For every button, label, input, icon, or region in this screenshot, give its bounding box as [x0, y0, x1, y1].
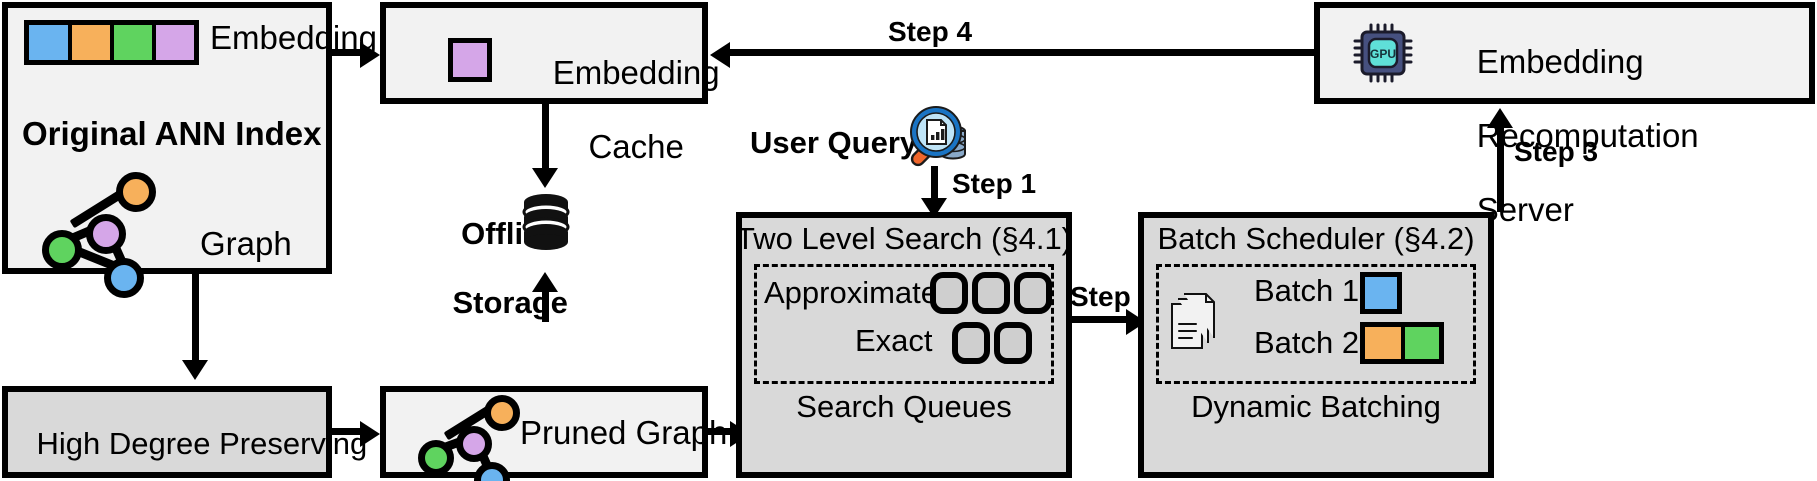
- two-level-search-title: Two Level Search (§4.1): [736, 221, 1073, 256]
- embedding-cell-purple: [151, 25, 194, 60]
- documents-icon: [1168, 292, 1224, 354]
- exact-queue-slot-2[interactable]: [994, 322, 1032, 364]
- step3-label: Step 3: [1514, 136, 1599, 167]
- step3-arrow-head: [1487, 108, 1513, 128]
- approximate-queue-slot-2[interactable]: [972, 272, 1010, 314]
- pruned-to-storage-arrow-head: [532, 272, 558, 292]
- step3-line: [1497, 128, 1504, 212]
- step1-line: [931, 166, 938, 204]
- pruned-graph-widget: [418, 394, 538, 481]
- arrow-index-to-cache-line: [332, 49, 364, 56]
- gpu-icon-text: GPU: [1370, 47, 1396, 61]
- dynamic-batching-dashed-region: [1156, 264, 1476, 384]
- graph-node-green: [42, 230, 82, 270]
- embedding-cell-green: [109, 25, 152, 60]
- exact-queue-slot-1[interactable]: [952, 322, 990, 364]
- magnifier-database-icon: [902, 104, 974, 176]
- cache-to-storage-arrow-head: [532, 168, 558, 188]
- original-ann-index-title: Original ANN Index: [22, 115, 322, 152]
- step2-line: [1072, 316, 1132, 323]
- embedding-cache-title-line2: Cache: [588, 127, 684, 165]
- embedding-cell-blue: [29, 25, 68, 60]
- step4-line: [730, 49, 1314, 56]
- embedding-cell-row: [24, 20, 199, 65]
- exact-row-label: Exact: [855, 323, 933, 358]
- approximate-queue-slot-1[interactable]: [930, 272, 968, 314]
- graph-label: Graph: [200, 225, 292, 262]
- pruned-to-search-line: [708, 428, 736, 435]
- arrow-index-to-cache-head: [360, 42, 380, 68]
- pruned-graph-node-purple: [456, 426, 492, 462]
- step1-label: Step 1: [952, 168, 1037, 199]
- pruned-graph-node-blue: [474, 462, 510, 481]
- database-cylinder-icon: [521, 193, 571, 251]
- graph-node-purple: [86, 214, 126, 254]
- recomputation-server-title: Embedding Recomputation Server: [1440, 7, 1699, 266]
- embedding-cache-chip: [448, 38, 492, 82]
- original-graph-widget: [40, 168, 170, 298]
- index-to-pruning-line: [192, 274, 199, 364]
- dynamic-batching-footer: Dynamic Batching: [1191, 389, 1441, 424]
- pruning-to-pruned-arrow-head: [360, 421, 380, 447]
- embedding-cache-title-line1: Embedding: [552, 53, 720, 91]
- pruned-graph-label: Pruned Graph: [520, 414, 728, 451]
- batch-1-chip-blue: [1360, 272, 1402, 314]
- pruned-graph-node-green: [418, 440, 454, 476]
- recomputation-server-box: [1314, 2, 1815, 104]
- gpu-chip-icon: GPU: [1352, 22, 1414, 84]
- graph-pruning-line1: High Degree Preserving: [36, 425, 368, 461]
- batch-2-chip-orange: [1365, 327, 1401, 359]
- cache-to-storage-line: [542, 104, 549, 172]
- index-to-pruning-arrow-head: [182, 360, 208, 380]
- batch-2-chip-row: [1360, 322, 1444, 364]
- search-queues-dashed-region: [754, 264, 1054, 384]
- graph-pruning-box: [2, 386, 332, 478]
- search-queues-footer: Search Queues: [796, 389, 1012, 424]
- approximate-queue-slot-3[interactable]: [1014, 272, 1052, 314]
- batch-scheduler-title: Batch Scheduler (§4.2): [1157, 221, 1475, 256]
- batch-2-chip-green: [1400, 327, 1439, 359]
- graph-node-orange: [116, 172, 156, 212]
- recomputation-server-line2: Recomputation: [1476, 116, 1699, 154]
- recomputation-server-line1: Embedding: [1476, 42, 1644, 80]
- batch-2-label: Batch 2: [1254, 325, 1360, 360]
- pruning-to-pruned-line: [332, 428, 364, 435]
- user-query-label: User Query: [750, 125, 918, 160]
- graph-pruning-title: High Degree Preserving Graph Pruning (§5…: [2, 392, 367, 481]
- embedding-cache-box: [380, 2, 708, 104]
- graph-node-blue: [104, 258, 144, 298]
- embedding-cell-orange: [67, 25, 110, 60]
- step4-label: Step 4: [888, 16, 973, 47]
- pruned-to-storage-line: [542, 290, 549, 322]
- pruned-graph-node-orange: [484, 395, 520, 431]
- embedding-cache-title: Embedding Cache: [516, 18, 720, 203]
- step4-arrow-head: [710, 42, 730, 68]
- batch-1-label: Batch 1: [1254, 273, 1360, 308]
- approximate-row-label: Approximate: [764, 275, 939, 310]
